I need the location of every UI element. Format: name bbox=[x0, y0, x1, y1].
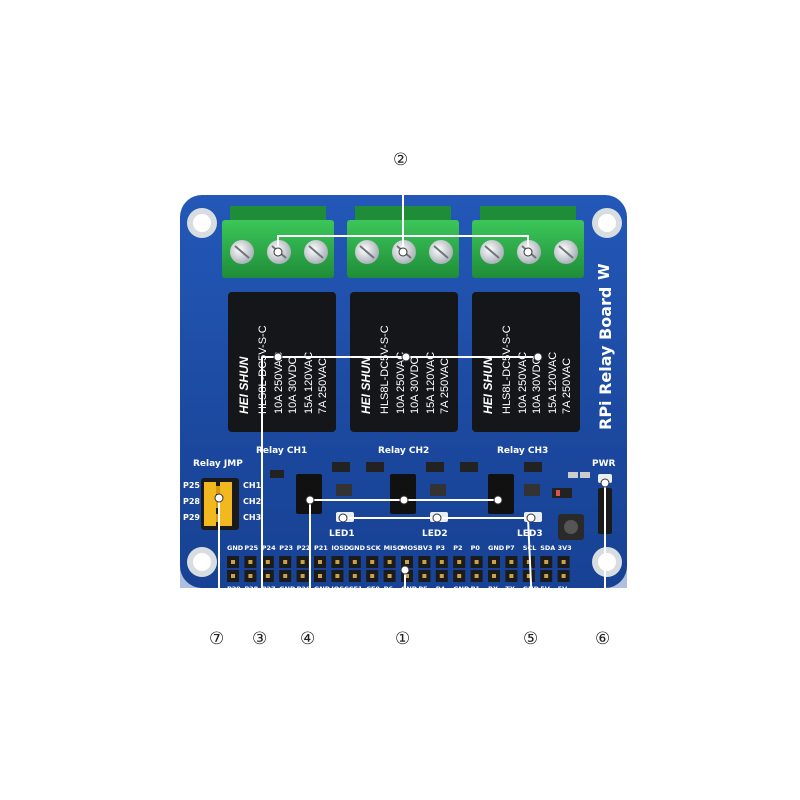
mounting-holes bbox=[187, 208, 622, 577]
header-top-label: P0 bbox=[471, 544, 481, 552]
board-title: RPi Relay Board bbox=[596, 287, 615, 430]
header-top-label: P7 bbox=[505, 544, 514, 552]
header-bottom-label: GND bbox=[279, 585, 296, 593]
svg-text:15A 120VAC: 15A 120VAC bbox=[547, 352, 559, 414]
header-top-label: MOSI bbox=[401, 544, 420, 552]
header-bottom-label: CE1 bbox=[349, 585, 363, 593]
callout-dots bbox=[214, 247, 610, 575]
header-bottom-label: IOSC bbox=[331, 585, 349, 593]
jumper-label-ch3: CH3 bbox=[243, 513, 261, 522]
header-top-label: P23 bbox=[279, 544, 293, 552]
svg-text:HEI SHUN: HEI SHUN bbox=[481, 356, 495, 414]
jumper-label-ch2: CH2 bbox=[243, 497, 261, 506]
callout-6: ⑥ bbox=[595, 629, 610, 649]
header-top-label: 3V3 bbox=[418, 544, 432, 552]
callout-1: ① bbox=[395, 629, 410, 649]
header-top-label: P2 bbox=[453, 544, 462, 552]
svg-text:10A 250VAC: 10A 250VAC bbox=[517, 352, 529, 414]
svg-text:15A 120VAC: 15A 120VAC bbox=[425, 352, 437, 414]
svg-text:15A 120VAC: 15A 120VAC bbox=[303, 352, 315, 414]
header-bottom-label: CE0 bbox=[366, 585, 380, 593]
header-top-label: P21 bbox=[314, 544, 328, 552]
header-top-label: GND bbox=[488, 544, 505, 552]
header-bottom-label: GND bbox=[453, 585, 470, 593]
header-top-label: MISO bbox=[384, 544, 404, 552]
svg-text:HEI SHUN: HEI SHUN bbox=[359, 356, 373, 414]
jumper-label-p25: P25 bbox=[183, 481, 200, 490]
svg-text:10A 30VDC: 10A 30VDC bbox=[287, 356, 299, 414]
callout-3: ③ bbox=[252, 629, 267, 649]
relay-label-ch3: Relay CH3 bbox=[497, 446, 548, 456]
header-bottom-label: P27 bbox=[262, 585, 276, 593]
header-top-label: 3V3 bbox=[558, 544, 572, 552]
header-bottom-label: GND bbox=[401, 585, 418, 593]
relay-label-ch1: Relay CH1 bbox=[256, 446, 307, 456]
svg-text:7A 250VAC: 7A 250VAC bbox=[317, 358, 329, 414]
svg-text:HEI SHUN: HEI SHUN bbox=[237, 356, 251, 414]
jumper-label-ch1: CH1 bbox=[243, 481, 262, 490]
header-top-label: P22 bbox=[297, 544, 311, 552]
jumper-label-p28: P28 bbox=[183, 497, 200, 506]
svg-text:W: W bbox=[595, 263, 613, 280]
header-bottom-label: TX bbox=[505, 585, 514, 593]
header-top-label: P25 bbox=[244, 544, 258, 552]
header-top-label: IOSD bbox=[331, 544, 350, 552]
header-top-label: P24 bbox=[262, 544, 276, 552]
svg-text:10A 30VDC: 10A 30VDC bbox=[531, 356, 543, 414]
svg-text:7A 250VAC: 7A 250VAC bbox=[439, 358, 451, 414]
led2-label: LED2 bbox=[422, 529, 448, 539]
header-bottom-label: P29 bbox=[227, 585, 241, 593]
header-top-label: SDA bbox=[540, 544, 555, 552]
callout-2: ② bbox=[393, 150, 408, 170]
header-top-label: GND bbox=[349, 544, 366, 552]
header-bottom-label: 5V bbox=[540, 585, 550, 593]
header-bottom-label: P28 bbox=[244, 585, 258, 593]
header-top-label: GND bbox=[227, 544, 244, 552]
svg-text:HLS8L-DC5V-S-C: HLS8L-DC5V-S-C bbox=[501, 325, 513, 414]
header-bottom-label: P5 bbox=[418, 585, 428, 593]
header-bottom-label: P26 bbox=[297, 585, 311, 593]
relay-label-ch2: Relay CH2 bbox=[378, 446, 429, 456]
header-bottom-label: P1 bbox=[471, 585, 481, 593]
svg-text:HLS8L-DC5V-S-C: HLS8L-DC5V-S-C bbox=[379, 325, 391, 414]
svg-text:10A 30VDC: 10A 30VDC bbox=[409, 356, 421, 414]
relay-jumper-block bbox=[201, 478, 239, 530]
led3-label: LED3 bbox=[517, 529, 543, 539]
header-top-label: SCK bbox=[366, 544, 381, 552]
callout-7: ⑦ bbox=[209, 629, 224, 649]
callout-4: ④ bbox=[300, 629, 315, 649]
relay-jmp-label: Relay JMP bbox=[193, 459, 243, 469]
pwr-label: PWR bbox=[592, 459, 616, 469]
header-bottom-label: P4 bbox=[436, 585, 446, 593]
svg-text:10A 250VAC: 10A 250VAC bbox=[273, 352, 285, 414]
driver-components bbox=[270, 462, 590, 514]
callout-5: ⑤ bbox=[523, 629, 538, 649]
svg-text:7A 250VAC: 7A 250VAC bbox=[561, 358, 573, 414]
svg-text:10A 250VAC: 10A 250VAC bbox=[395, 352, 407, 414]
led1-label: LED1 bbox=[329, 529, 355, 539]
header-bottom-label: 5V bbox=[558, 585, 568, 593]
header-top-label: P3 bbox=[436, 544, 445, 552]
header-bottom-label: P6 bbox=[384, 585, 394, 593]
jumper-label-p29: P29 bbox=[183, 513, 200, 522]
header-bottom-label: RX bbox=[488, 585, 498, 593]
header-bottom-label: GND bbox=[314, 585, 331, 593]
waveshare-logo-icon: W bbox=[595, 263, 613, 280]
